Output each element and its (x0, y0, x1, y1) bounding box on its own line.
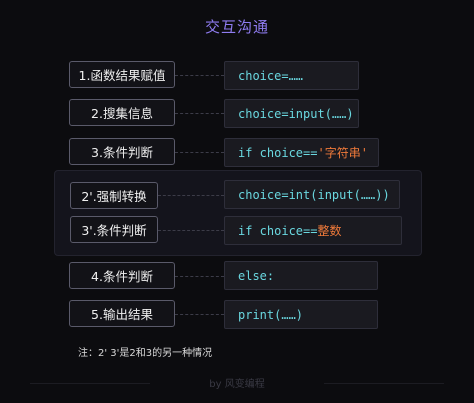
connector-2 (175, 113, 224, 114)
connector-3 (175, 152, 224, 153)
code-keyword: if choice== (238, 223, 318, 238)
footnote: 注：2' 3'是2和3的另一种情况 (78, 348, 213, 359)
step-3-alt-box: 3'.条件判断 (70, 216, 158, 243)
step-3-box: 3.条件判断 (69, 138, 175, 165)
step-2-box: 2.搜集信息 (69, 99, 175, 126)
step-5-box: 5.输出结果 (69, 300, 175, 327)
diagram-title: 交互沟通 (204, 18, 269, 36)
connector-5 (175, 314, 224, 315)
connector-4 (175, 276, 224, 277)
code-text: print(……) (238, 307, 304, 322)
code-text: choice=input(……) (238, 106, 354, 121)
code-box-2: choice=input(……) (224, 99, 359, 128)
connector-1 (175, 75, 224, 76)
code-keyword: if choice== (238, 145, 318, 160)
code-text: choice=int(input(……)) (238, 187, 390, 202)
code-text: else: (238, 268, 275, 283)
code-text: choice=…… (238, 68, 304, 83)
code-box-1: choice=…… (224, 61, 359, 90)
connector-2-alt (158, 195, 224, 196)
footer-divider-left (30, 383, 150, 384)
step-1-box: 1.函数结果赋值 (69, 61, 175, 88)
code-box-5: if choice==整数 (224, 216, 402, 245)
code-box-4: choice=int(input(……)) (224, 180, 400, 209)
step-4-box: 4.条件判断 (69, 262, 175, 289)
code-box-3: if choice=='字符串' (224, 138, 379, 167)
watermark: by 风变编程 (209, 379, 265, 390)
code-string: '字符串' (317, 146, 368, 160)
code-box-6: else: (224, 261, 378, 290)
code-string: 整数 (317, 224, 342, 238)
connector-3-alt (158, 230, 224, 231)
code-box-7: print(……) (224, 300, 378, 329)
footer-divider-right (324, 383, 444, 384)
step-2-alt-box: 2'.强制转换 (70, 182, 158, 209)
